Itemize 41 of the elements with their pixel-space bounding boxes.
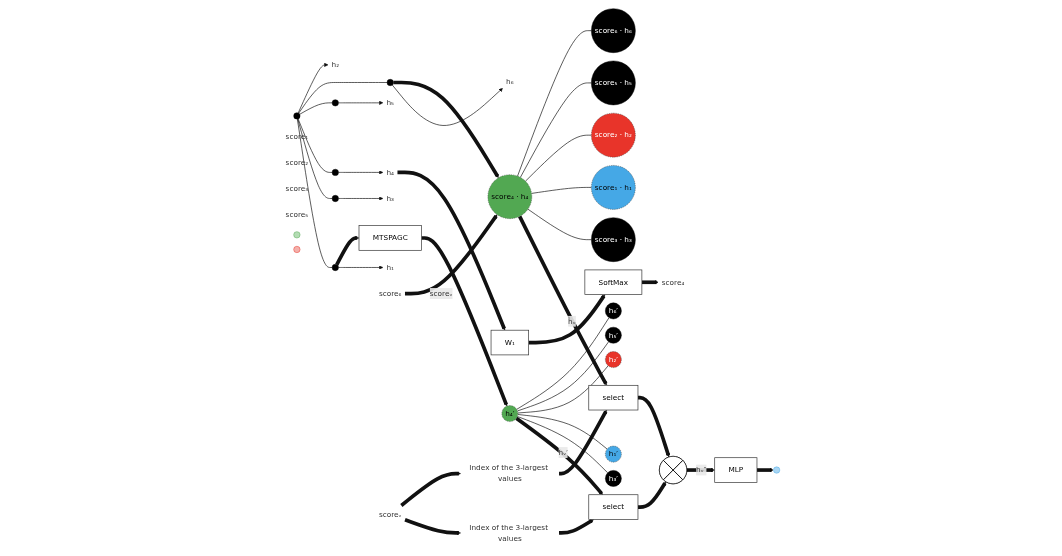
connector <box>517 30 592 177</box>
arrow <box>637 395 671 458</box>
arrow <box>518 215 608 386</box>
connector <box>525 134 592 182</box>
arrow <box>559 409 608 476</box>
connector <box>517 414 608 450</box>
node-circle <box>293 231 301 239</box>
arrow <box>528 294 606 345</box>
connector <box>298 82 388 114</box>
connector <box>516 317 610 410</box>
arrow <box>515 416 603 495</box>
node-circle <box>386 79 394 86</box>
connector <box>527 208 592 240</box>
connector <box>299 102 333 115</box>
node-circle <box>773 466 781 474</box>
connector <box>297 118 333 268</box>
arrow <box>393 80 500 178</box>
node-circle <box>331 264 339 271</box>
arrow <box>400 471 461 507</box>
arrow <box>335 235 360 266</box>
arrow <box>559 518 594 535</box>
node-circle <box>331 99 339 107</box>
node-circle <box>293 112 301 120</box>
arrow <box>641 280 659 285</box>
arrow <box>421 236 508 407</box>
arrow <box>686 468 715 473</box>
connector <box>517 341 609 412</box>
connector <box>517 416 608 474</box>
node-circle <box>331 195 339 202</box>
node-circle <box>331 168 339 176</box>
connector <box>517 365 609 414</box>
arrow <box>756 468 774 473</box>
arrow <box>637 481 667 509</box>
connector <box>520 82 592 178</box>
arrow <box>397 170 506 331</box>
connector <box>297 118 333 199</box>
connector <box>297 118 333 173</box>
arrow <box>404 518 461 535</box>
node-circle <box>293 246 301 253</box>
arrow <box>404 214 498 296</box>
connector <box>531 187 592 194</box>
